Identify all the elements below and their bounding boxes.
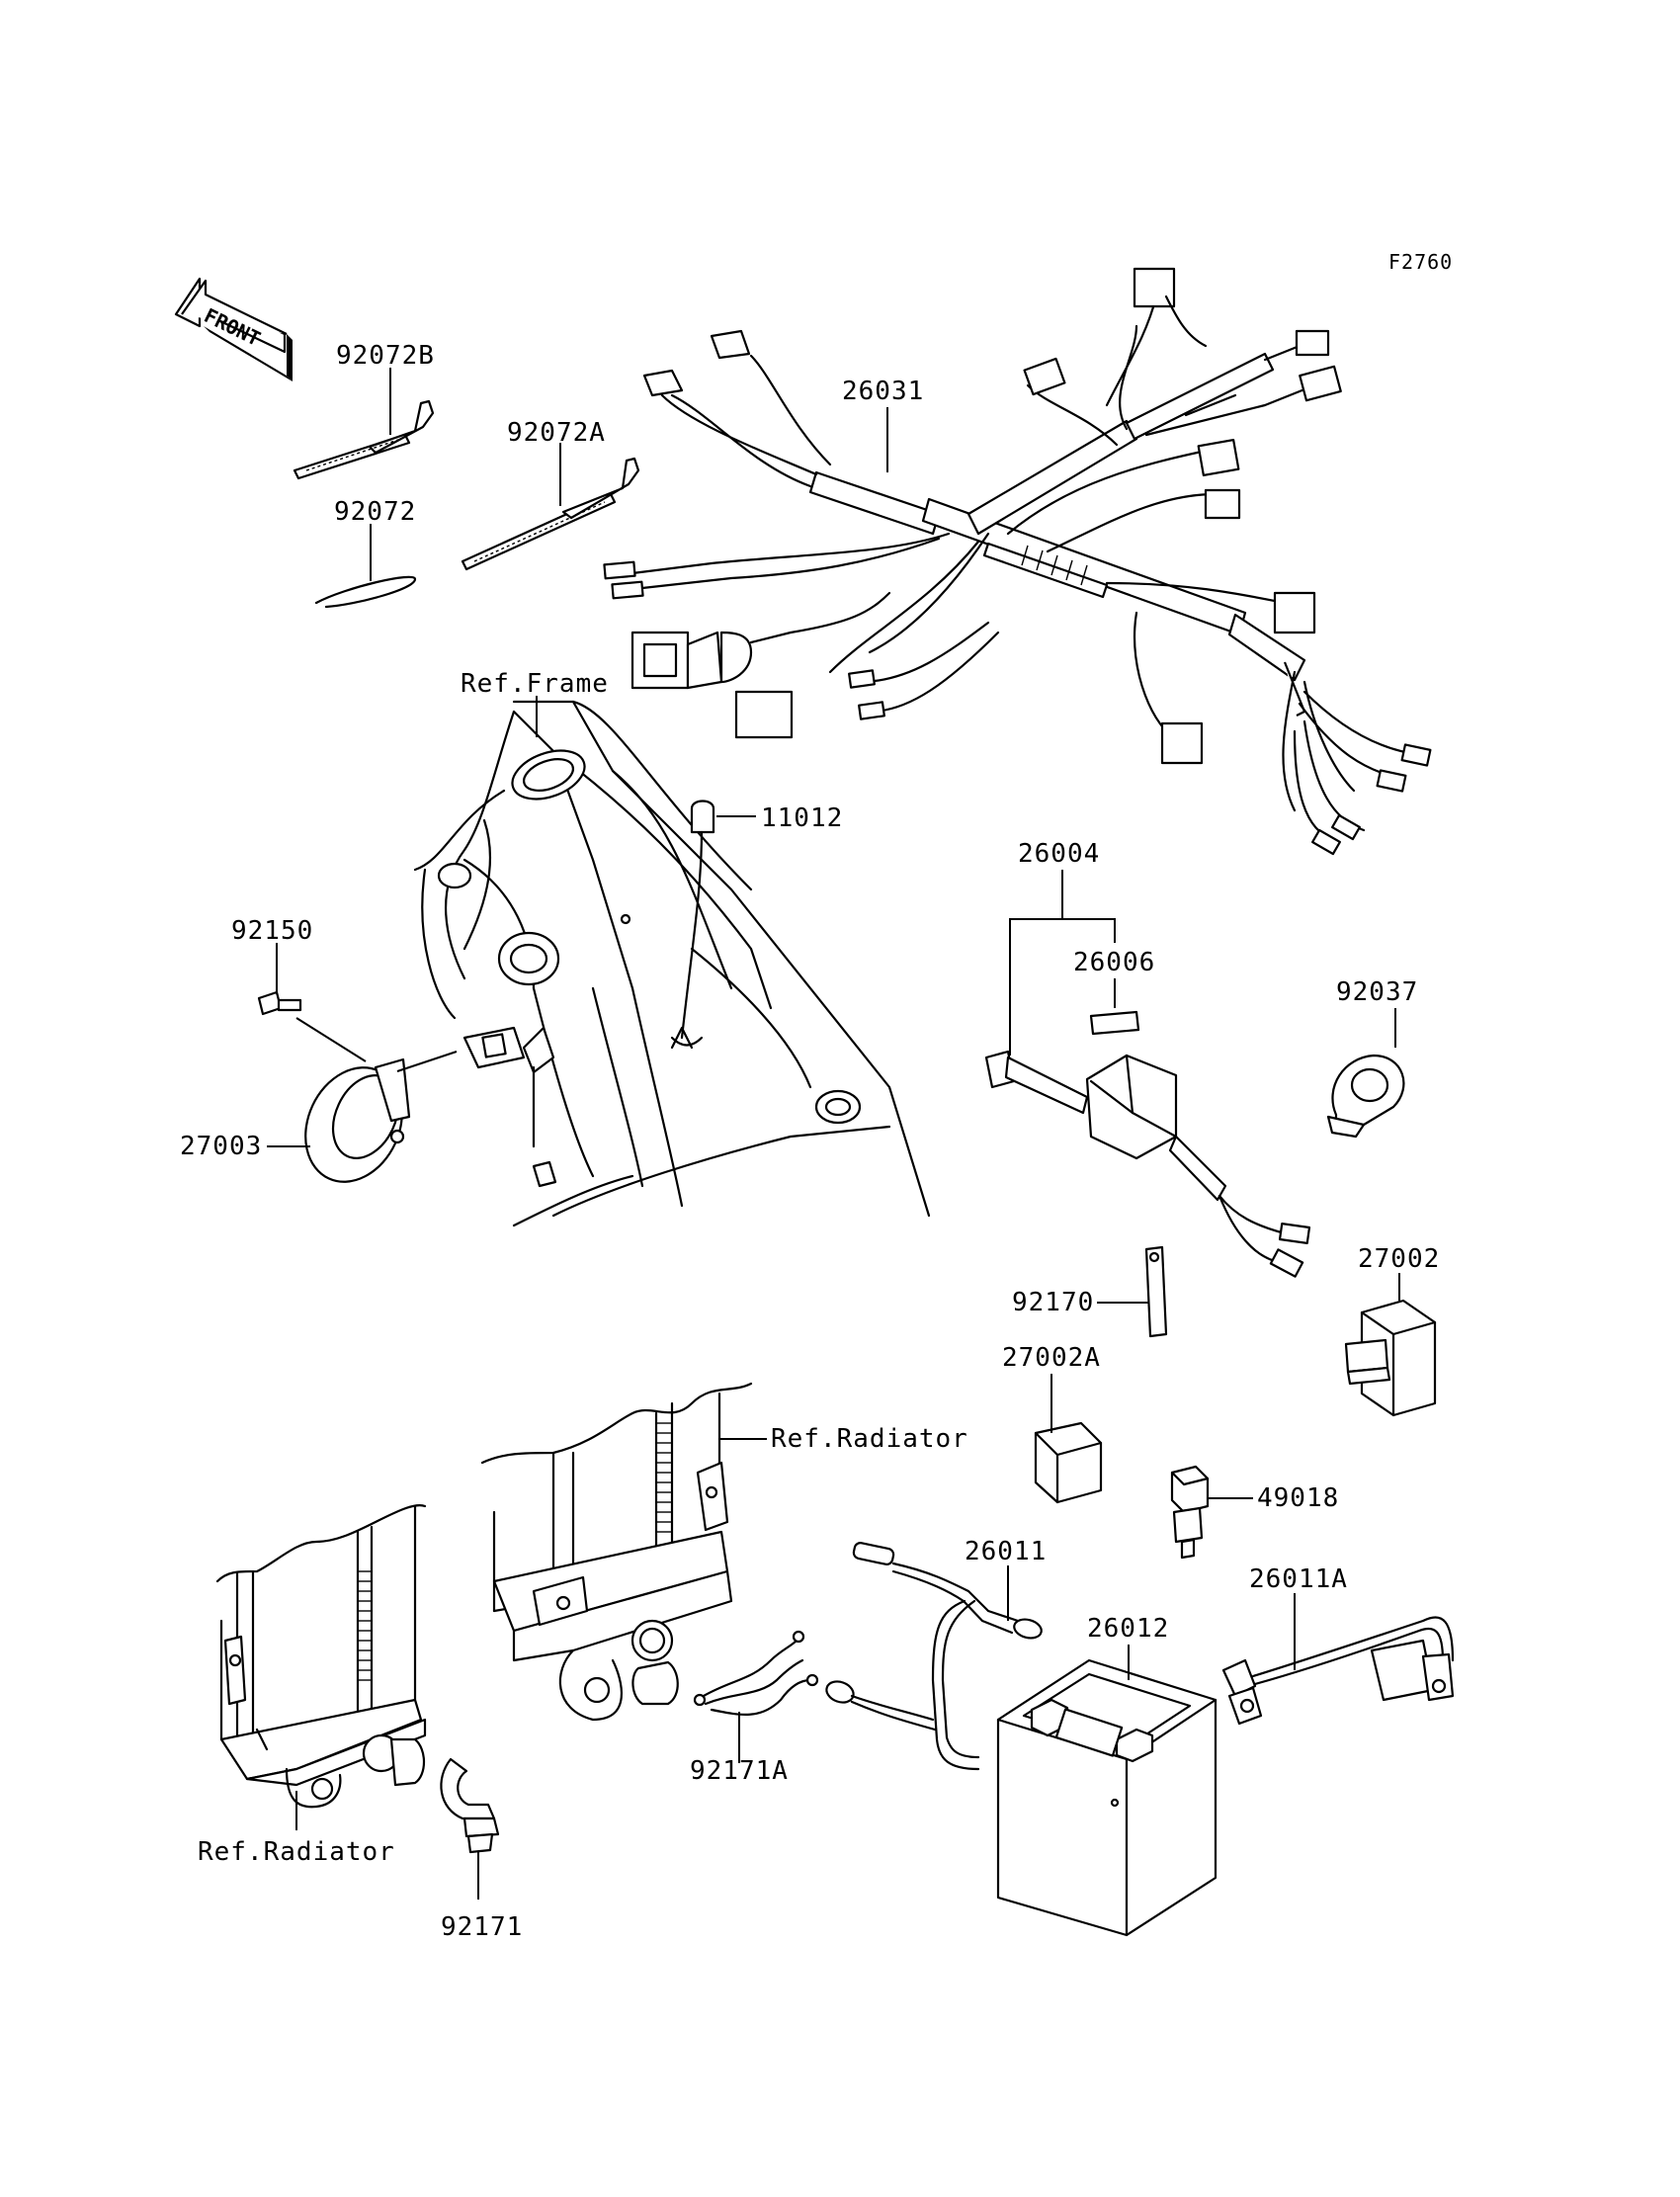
bolt-92150 [257,943,367,1062]
fuse-holder-26004 [984,870,1311,1278]
clip-92171A [693,1630,819,1763]
clamp-92037 [1326,1008,1405,1139]
figure-id: F2760 [1388,250,1453,274]
battery-cable-26011 [825,1542,1043,1771]
part-49018: 49018 [1257,1483,1339,1513]
part-92072A: 92072A [507,418,606,448]
part-92037: 92037 [1336,977,1418,1007]
battery-26012 [996,1645,1218,1937]
cable-tie-92072 [314,524,417,609]
part-11012: 11012 [761,803,843,833]
part-92150: 92150 [231,916,313,946]
part-27002A: 27002A [1002,1343,1101,1373]
part-26006: 26006 [1073,948,1155,977]
strap-92170 [1097,1245,1168,1338]
relay-27002 [1344,1273,1437,1417]
battery-cable-26011A [1221,1593,1455,1726]
horn-27003 [267,1051,458,1183]
part-92171: 92171 [441,1912,523,1942]
part-26011A: 26011A [1249,1564,1348,1594]
front-arrow-icon: FRONT [174,277,293,381]
cable-tie-92072B [293,368,435,480]
cap-11012 [670,800,756,1047]
cable-tie-92072A [461,443,640,571]
ref-radiator-upper: Ref.Radiator [771,1424,968,1454]
part-26011: 26011 [965,1537,1047,1566]
part-26012: 26012 [1087,1614,1169,1644]
ref-radiator-lower: Ref.Radiator [198,1837,395,1867]
relay-49018 [1170,1465,1253,1560]
frame-drawing [413,696,931,1227]
part-92171A: 92171A [690,1756,789,1786]
relay-27002A [1034,1374,1103,1504]
clamp-92171 [440,1757,500,1900]
part-26031: 26031 [842,377,924,406]
part-92072: 92072 [334,497,416,527]
main-wiring-harness [603,267,1432,856]
radiator-lower-drawing [215,1504,427,1830]
part-26004: 26004 [1018,839,1100,869]
part-92170: 92170 [1012,1288,1094,1317]
ref-frame: Ref.Frame [461,669,609,699]
part-92072B: 92072B [336,341,435,371]
part-27002: 27002 [1358,1244,1440,1274]
radiator-upper-drawing [480,1382,767,1722]
part-27003: 27003 [180,1132,262,1161]
